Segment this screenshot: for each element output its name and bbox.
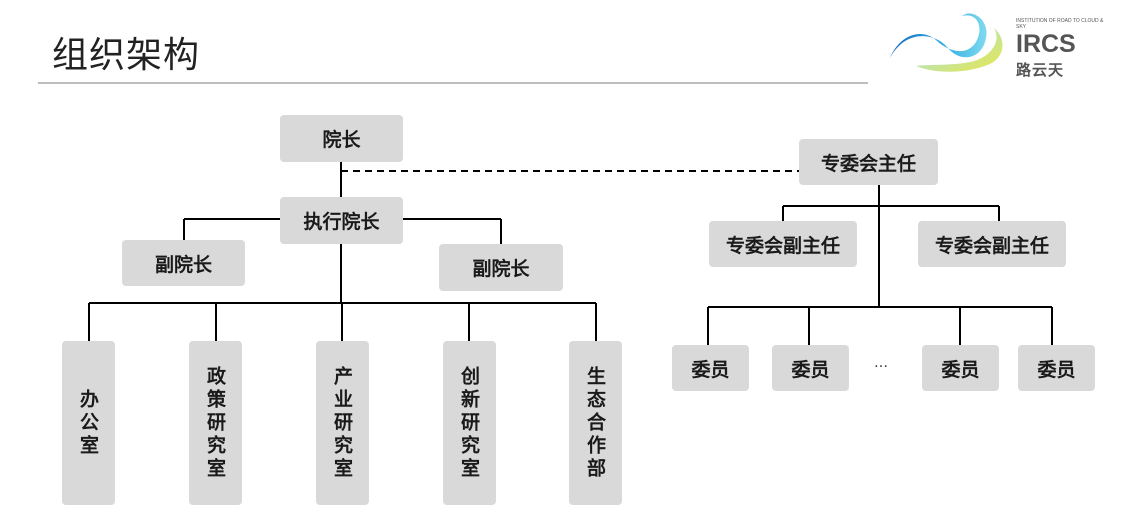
box-member-4: 委员 bbox=[1018, 345, 1095, 391]
box-dept-policy-research: 政策研究室 bbox=[189, 341, 242, 505]
logo-chinese-name: 路云天 bbox=[1016, 61, 1065, 79]
logo-acronym: IRCS bbox=[1016, 30, 1076, 58]
box-committee-vice-chair-left: 专委会副主任 bbox=[709, 221, 857, 267]
ircs-logo-icon bbox=[890, 13, 1003, 72]
members-ellipsis: … bbox=[874, 355, 888, 371]
box-dept-innovation-research: 创新研究室 bbox=[443, 341, 496, 505]
box-member-1: 委员 bbox=[672, 345, 749, 391]
box-executive-president: 执行院长 bbox=[280, 197, 403, 244]
box-vice-president-left: 副院长 bbox=[122, 240, 245, 286]
title-divider bbox=[38, 82, 868, 84]
box-dept-ecosystem: 生态合作部 bbox=[569, 341, 622, 505]
box-committee-vice-chair-right: 专委会副主任 bbox=[918, 221, 1066, 267]
logo-subtitle: INSTITUTION OF ROAD TO CLOUD & SKY bbox=[1016, 18, 1104, 30]
box-president: 院长 bbox=[280, 115, 403, 162]
page-title: 组织架构 bbox=[52, 35, 201, 76]
box-member-3: 委员 bbox=[922, 345, 999, 391]
box-dept-industry-research: 产业研究室 bbox=[316, 341, 369, 505]
box-vice-president-right: 副院长 bbox=[439, 244, 563, 291]
box-dept-office: 办公室 bbox=[62, 341, 115, 505]
box-committee-chair: 专委会主任 bbox=[799, 139, 938, 185]
box-member-2: 委员 bbox=[772, 345, 849, 391]
